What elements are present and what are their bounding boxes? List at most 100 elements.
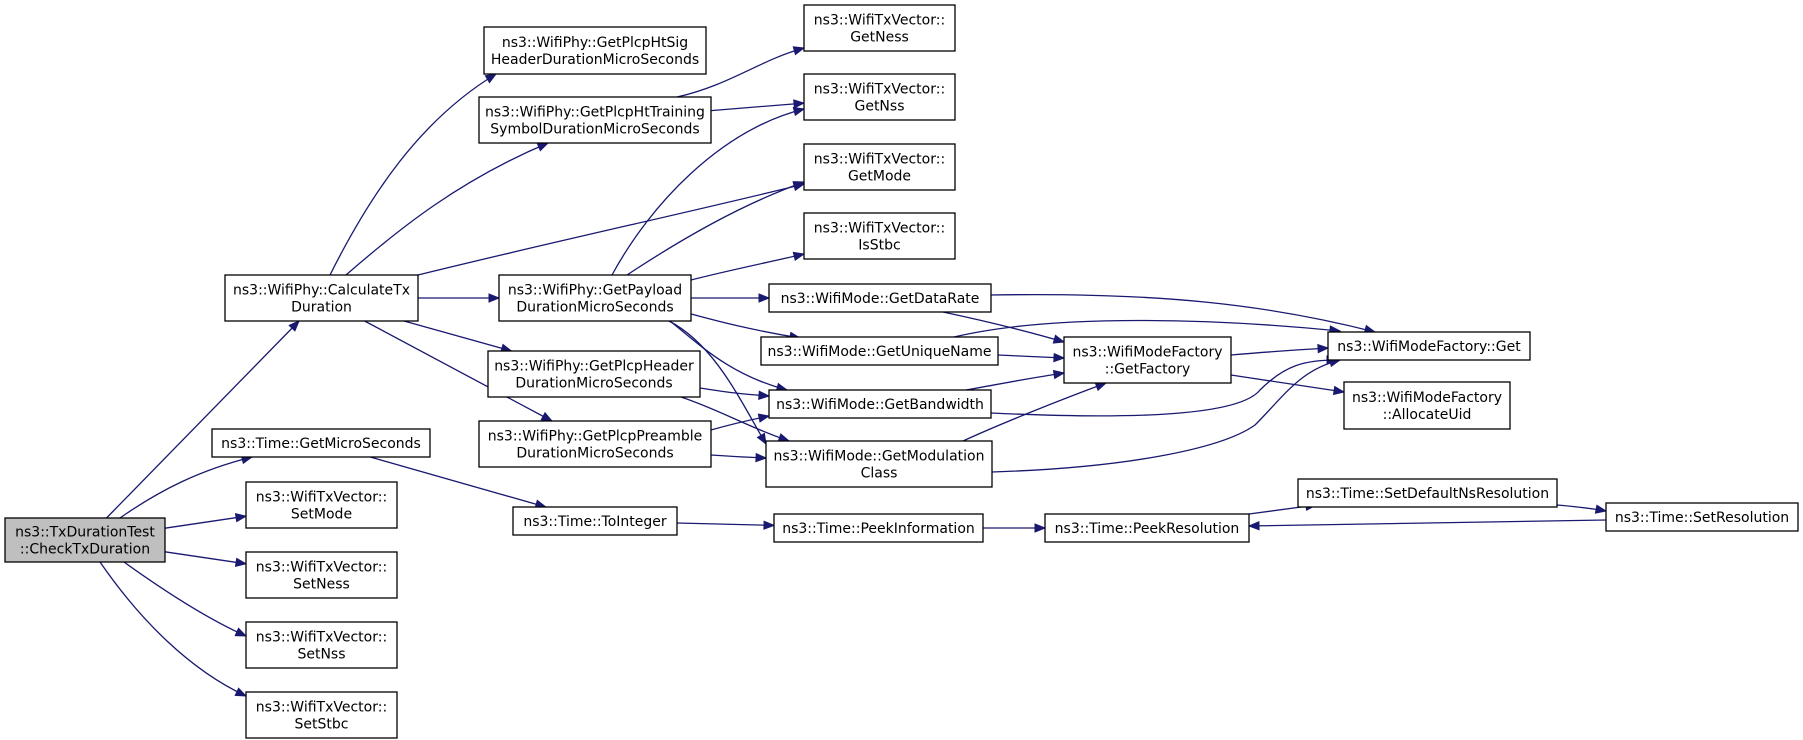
edge-payload-to-isstbc <box>690 251 806 281</box>
node-label-alloc-1: ::AllocateUid <box>1383 407 1472 423</box>
edge-tointeger-to-peekinfo <box>676 520 776 530</box>
node-alloc[interactable]: ns3::WifiModeFactory::AllocateUid <box>1343 381 1511 430</box>
node-setstbc[interactable]: ns3::WifiTxVector::SetStbc <box>245 691 398 739</box>
node-label-getmode-1: GetMode <box>848 169 911 185</box>
edge-calc-to-payload <box>418 293 501 303</box>
node-isstbc[interactable]: ns3::WifiTxVector::IsStbc <box>803 212 956 260</box>
node-setdefault[interactable]: ns3::Time::SetDefaultNsResolution <box>1297 478 1558 508</box>
node-label-setness-0: ns3::WifiTxVector:: <box>256 560 387 576</box>
edge-check-to-getmicro <box>119 454 254 519</box>
node-htsig[interactable]: ns3::WifiPhy::GetPlcpHtSigHeaderDuration… <box>483 26 707 75</box>
node-label-getnss-0: ns3::WifiTxVector:: <box>814 82 945 98</box>
edge-calc-to-httrain <box>345 142 550 276</box>
node-setmode[interactable]: ns3::WifiTxVector::SetMode <box>245 481 398 529</box>
node-label-setness-1: SetNess <box>293 577 350 593</box>
node-label-payload-1: DurationMicroSeconds <box>516 300 673 316</box>
node-label-modclass-0: ns3::WifiMode::GetModulation <box>774 449 985 465</box>
node-label-getness-0: ns3::WifiTxVector:: <box>814 13 945 29</box>
node-uniquename[interactable]: ns3::WifiMode::GetUniqueName <box>760 336 999 366</box>
node-label-htsig-1: HeaderDurationMicroSeconds <box>491 52 699 68</box>
node-label-isstbc-1: IsStbc <box>858 238 900 254</box>
node-label-setdefault-0: ns3::Time::SetDefaultNsResolution <box>1306 486 1549 502</box>
node-bandwidth[interactable]: ns3::WifiMode::GetBandwidth <box>768 389 992 419</box>
node-label-getmode-0: ns3::WifiTxVector:: <box>814 152 945 168</box>
edge-uniquename-to-fget <box>953 319 1342 338</box>
node-tointeger[interactable]: ns3::Time::ToInteger <box>512 506 678 536</box>
node-label-check-0: ns3::TxDurationTest <box>15 525 155 541</box>
call-edges <box>99 46 1608 697</box>
node-label-htsig-0: ns3::WifiPhy::GetPlcpHtSig <box>502 35 688 51</box>
node-label-alloc-0: ns3::WifiModeFactory <box>1352 390 1502 406</box>
node-label-getnss-1: GetNss <box>854 99 904 115</box>
edge-check-to-setnss <box>123 561 248 637</box>
node-label-getness-1: GetNess <box>850 30 909 46</box>
node-label-isstbc-0: ns3::WifiTxVector:: <box>814 221 945 237</box>
node-getmode[interactable]: ns3::WifiTxVector::GetMode <box>803 143 956 191</box>
edge-preamble-to-modclass <box>710 452 768 463</box>
node-factory[interactable]: ns3::WifiModeFactory::GetFactory <box>1063 336 1232 384</box>
node-getness[interactable]: ns3::WifiTxVector::GetNess <box>803 4 956 52</box>
node-label-header-0: ns3::WifiPhy::GetPlcpHeader <box>494 359 694 375</box>
node-label-bandwidth-0: ns3::WifiMode::GetBandwidth <box>776 397 984 413</box>
edge-payload-to-uniquename <box>683 311 802 341</box>
node-label-peekres-0: ns3::Time::PeekResolution <box>1055 521 1240 537</box>
node-label-tointeger-0: ns3::Time::ToInteger <box>523 514 667 530</box>
node-payload[interactable]: ns3::WifiPhy::GetPayloadDurationMicroSec… <box>498 274 692 322</box>
node-check[interactable]: ns3::TxDurationTest::CheckTxDuration <box>4 517 166 563</box>
node-datarate[interactable]: ns3::WifiMode::GetDataRate <box>768 283 992 313</box>
edge-httrain-to-getnss <box>710 99 806 112</box>
node-label-datarate-0: ns3::WifiMode::GetDataRate <box>781 291 980 307</box>
node-label-header-1: DurationMicroSeconds <box>515 376 672 392</box>
node-preamble[interactable]: ns3::WifiPhy::GetPlcpPreambleDurationMic… <box>478 420 712 468</box>
node-header[interactable]: ns3::WifiPhy::GetPlcpHeaderDurationMicro… <box>487 350 701 398</box>
node-label-preamble-0: ns3::WifiPhy::GetPlcpPreamble <box>488 429 703 445</box>
node-label-setnss-0: ns3::WifiTxVector:: <box>256 630 387 646</box>
edge-header-to-bandwidth <box>699 387 771 401</box>
edge-peekinfo-to-peekres <box>983 523 1047 533</box>
node-label-peekinfo-0: ns3::Time::PeekInformation <box>782 521 975 537</box>
node-label-factory-1: ::GetFactory <box>1105 362 1191 378</box>
edge-calc-to-htsig <box>329 73 498 276</box>
node-setness[interactable]: ns3::WifiTxVector::SetNess <box>245 551 398 599</box>
node-label-getmicro-0: ns3::Time::GetMicroSeconds <box>221 436 421 452</box>
edge-check-to-calc <box>106 320 300 519</box>
node-setnss[interactable]: ns3::WifiTxVector::SetNss <box>245 621 398 669</box>
node-fget[interactable]: ns3::WifiModeFactory::Get <box>1327 331 1531 361</box>
node-label-setnss-1: SetNss <box>297 647 345 663</box>
edge-setres-to-peekres <box>1247 519 1607 531</box>
edge-check-to-setness <box>164 551 248 567</box>
node-setres[interactable]: ns3::Time::SetResolution <box>1605 502 1799 532</box>
edge-factory-to-alloc <box>1230 374 1346 396</box>
edge-factory-to-fget <box>1230 343 1330 356</box>
edge-payload-to-getmode <box>626 181 806 276</box>
node-label-payload-0: ns3::WifiPhy::GetPayload <box>508 283 682 299</box>
node-label-fget-0: ns3::WifiModeFactory::Get <box>1337 339 1521 355</box>
node-label-setmode-0: ns3::WifiTxVector:: <box>256 490 387 506</box>
edge-calc-to-getmode <box>417 181 806 276</box>
node-peekinfo[interactable]: ns3::Time::PeekInformation <box>773 513 984 543</box>
edge-datarate-to-fget <box>990 293 1377 334</box>
edge-httrain-to-getness <box>676 46 806 98</box>
node-getnss[interactable]: ns3::WifiTxVector::GetNss <box>803 73 956 121</box>
node-peekres[interactable]: ns3::Time::PeekResolution <box>1044 513 1250 543</box>
edge-preamble-to-bandwidth <box>710 413 771 431</box>
node-label-calc-0: ns3::WifiPhy::CalculateTx <box>233 283 410 299</box>
node-httrain[interactable]: ns3::WifiPhy::GetPlcpHtTrainingSymbolDur… <box>478 96 712 144</box>
edge-header-to-modclass <box>680 396 791 443</box>
node-label-setmode-1: SetMode <box>291 507 352 523</box>
node-label-uniquename-0: ns3::WifiMode::GetUniqueName <box>768 344 992 360</box>
node-label-setstbc-0: ns3::WifiTxVector:: <box>256 700 387 716</box>
node-label-httrain-1: SymbolDurationMicroSeconds <box>490 122 699 138</box>
node-label-setres-0: ns3::Time::SetResolution <box>1615 510 1789 526</box>
edge-uniquename-to-factory <box>997 352 1066 363</box>
edge-setdefault-to-setres <box>1556 504 1608 514</box>
node-label-httrain-0: ns3::WifiPhy::GetPlcpHtTraining <box>485 105 705 121</box>
node-getmicro[interactable]: ns3::Time::GetMicroSeconds <box>211 428 431 458</box>
call-nodes: ns3::TxDurationTest::CheckTxDurationns3:… <box>4 4 1799 739</box>
edge-check-to-setmode <box>164 513 248 529</box>
edge-bandwidth-to-factory <box>965 369 1066 391</box>
edge-calc-to-header <box>403 320 513 353</box>
